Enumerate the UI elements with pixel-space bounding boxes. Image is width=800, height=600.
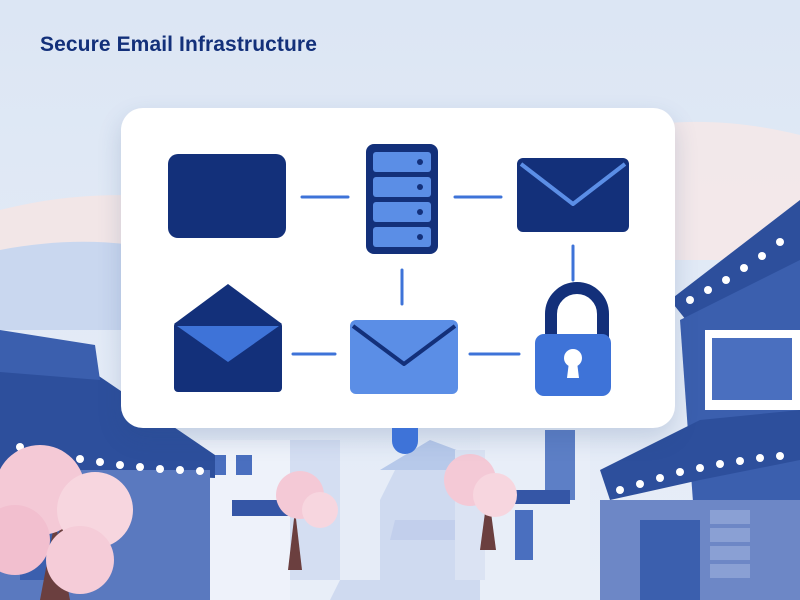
open-envelope-icon — [174, 284, 282, 392]
email-infrastructure-diagram — [168, 144, 629, 396]
cherry-blossom-tree-mid-right — [444, 454, 517, 550]
monitor-screen-icon — [168, 154, 286, 238]
right-hanok-roof — [600, 200, 800, 600]
envelope-icon — [350, 320, 458, 394]
server-rack-icon — [366, 144, 438, 254]
closed-envelope-icon — [517, 158, 629, 232]
page-title: Secure Email Infrastructure — [40, 33, 317, 56]
connector-drop-indicator — [392, 428, 418, 454]
left-buildings — [200, 440, 380, 600]
cherry-blossom-tree-left — [0, 445, 133, 600]
padlock-icon — [535, 282, 611, 396]
diagram-card — [121, 108, 675, 428]
cherry-blossom-tree-mid-left — [276, 471, 338, 570]
